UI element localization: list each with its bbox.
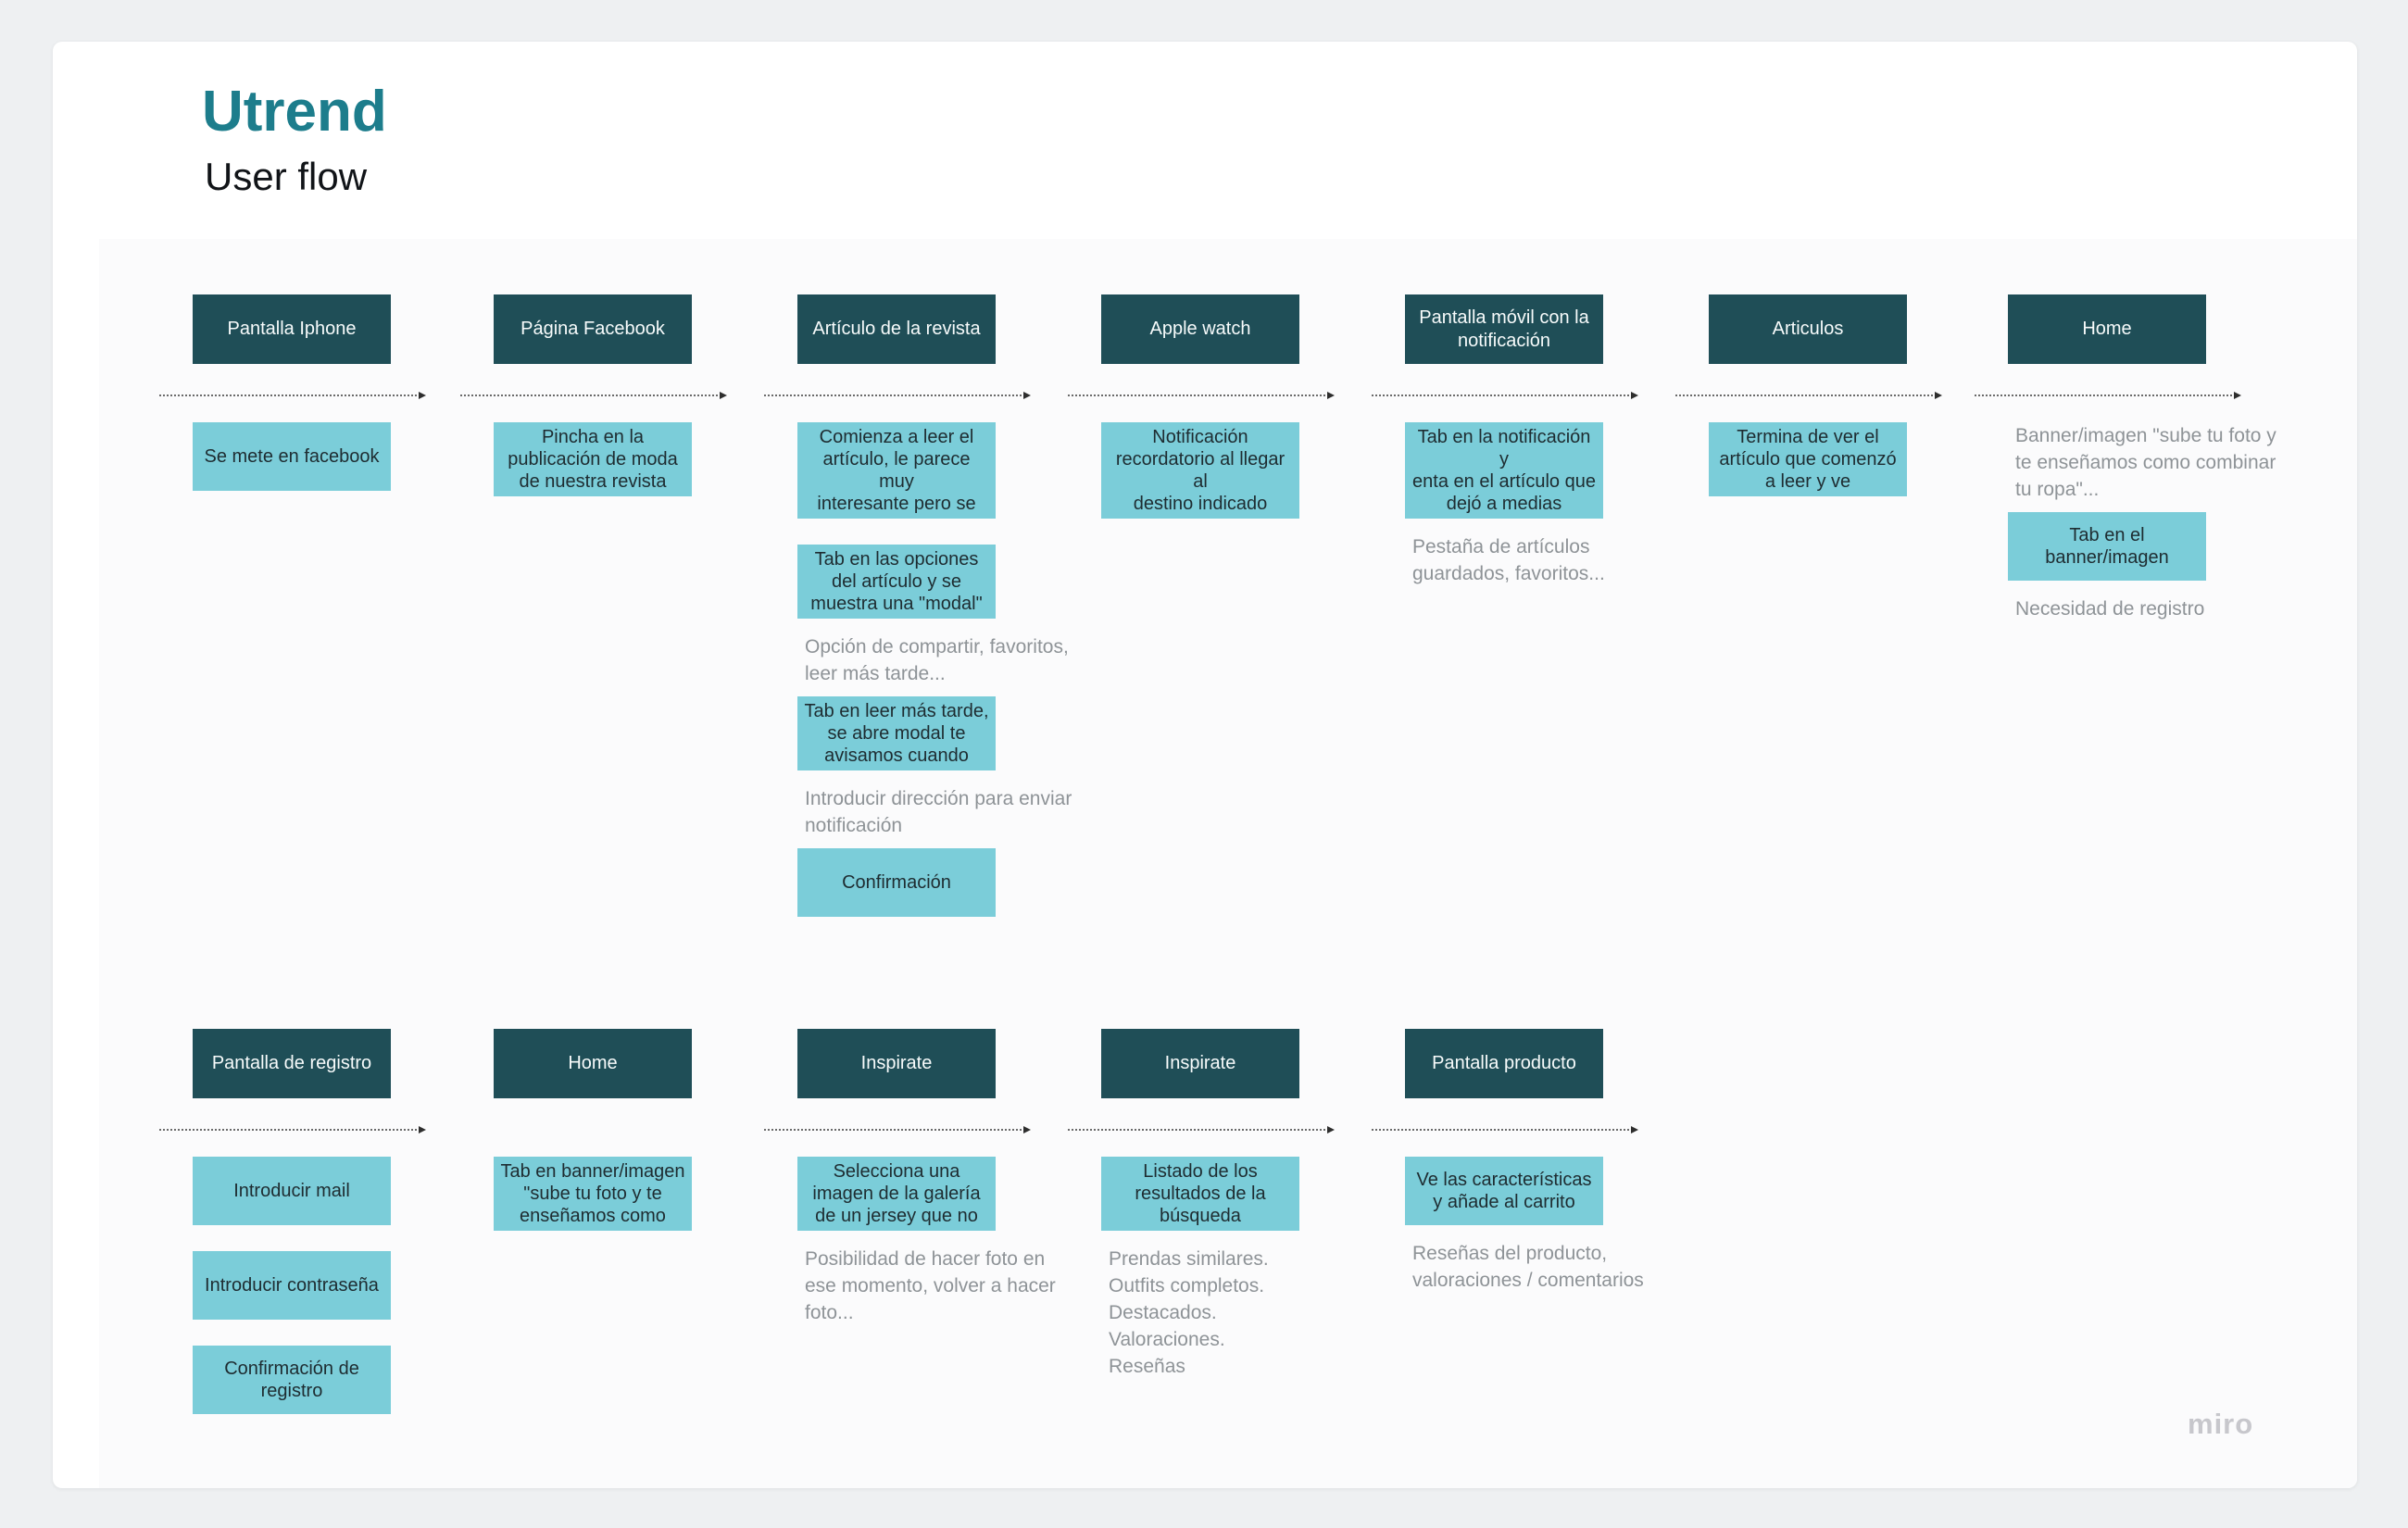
column-header[interactable]: Articulos (1709, 294, 1907, 364)
flow-column: Pantalla producto Ve las características … (1372, 1029, 1644, 1303)
flow-step-card[interactable]: Notificación recordatorio al llegar al d… (1101, 422, 1299, 519)
column-header[interactable]: Apple watch (1101, 294, 1299, 364)
flow-note[interactable]: Necesidad de registro (2015, 598, 2205, 620)
column-header[interactable]: Pantalla de registro (193, 1029, 391, 1098)
connector-dotted-arrow[interactable] (460, 392, 727, 399)
column-header[interactable]: Página Facebook (494, 294, 692, 364)
flow-step-card[interactable]: Introducir mail (193, 1157, 391, 1225)
connector-dotted-arrow[interactable] (764, 1126, 1031, 1133)
flow-note[interactable]: Banner/imagen "sube tu foto y te enseñam… (2015, 425, 2276, 500)
connector-dotted-arrow[interactable] (1372, 1126, 1638, 1133)
flow-step-card[interactable]: Listado de los resultados de la búsqueda (1101, 1157, 1299, 1231)
column-header[interactable]: Pantalla móvil con la notificación (1405, 294, 1603, 364)
flow-step-card[interactable]: Confirmación de registro (193, 1346, 391, 1414)
board-title[interactable]: Utrend (202, 80, 387, 144)
flow-step-card[interactable]: Termina de ver el artículo que comenzó a… (1709, 422, 1907, 496)
flow-step-card[interactable]: Confirmación (797, 848, 996, 917)
flow-step-card[interactable]: Selecciona una imagen de la galería de u… (797, 1157, 996, 1231)
flow-step-card[interactable]: Tab en banner/imagen "sube tu foto y te … (494, 1157, 692, 1231)
column-header[interactable]: Pantalla Iphone (193, 294, 391, 364)
flow-step-card[interactable]: Comienza a leer el artículo, le parece m… (797, 422, 996, 519)
flow-step-card[interactable]: Tab en las opciones del artículo y se mu… (797, 545, 996, 619)
flow-note[interactable]: Opción de compartir, favoritos, leer más… (805, 636, 1069, 684)
flow-note[interactable]: Prendas similares. Outfits completos. De… (1109, 1248, 1269, 1377)
flow-step-card[interactable]: Tab en la notificación y enta en el artí… (1405, 422, 1603, 519)
flow-step-card[interactable]: Tab en leer más tarde, se abre modal te … (797, 696, 996, 770)
connector-dotted-arrow[interactable] (1975, 392, 2241, 399)
connector-dotted-arrow[interactable] (159, 1126, 426, 1133)
flow-step-card[interactable]: Introducir contraseña (193, 1251, 391, 1320)
flow-step-card[interactable]: Pincha en la publicación de moda de nues… (494, 422, 692, 496)
miro-logo: miro (2188, 1408, 2254, 1440)
column-header[interactable]: Inspirate (797, 1029, 996, 1098)
flow-step-card[interactable]: Ve las características y añade al carrit… (1405, 1157, 1603, 1225)
connector-dotted-arrow[interactable] (1372, 392, 1638, 399)
connector-dotted-arrow[interactable] (159, 392, 426, 399)
column-header[interactable]: Home (494, 1029, 692, 1098)
column-header[interactable]: Pantalla producto (1405, 1029, 1603, 1098)
flow-column: Pantalla Iphone Se mete en facebook (159, 294, 426, 517)
flow-step-card[interactable]: Tab en el banner/imagen (2008, 512, 2206, 581)
board-subtitle[interactable]: User flow (205, 155, 368, 198)
column-header[interactable]: Inspirate (1101, 1029, 1299, 1098)
flow-note[interactable]: Introducir dirección para enviar notific… (805, 788, 1072, 836)
connector-dotted-arrow[interactable] (1068, 1126, 1335, 1133)
flow-note[interactable]: Reseñas del producto, valoraciones / com… (1412, 1243, 1644, 1291)
flow-note[interactable]: Posibilidad de hacer foto en ese momento… (805, 1248, 1056, 1323)
column-header[interactable]: Artículo de la revista (797, 294, 996, 364)
column-header[interactable]: Home (2008, 294, 2206, 364)
connector-dotted-arrow[interactable] (764, 392, 1031, 399)
flow-note[interactable]: Pestaña de artículos guardados, favorito… (1412, 536, 1605, 584)
connector-dotted-arrow[interactable] (1068, 392, 1335, 399)
connector-dotted-arrow[interactable] (1675, 392, 1942, 399)
flow-step-card[interactable]: Se mete en facebook (193, 422, 391, 491)
